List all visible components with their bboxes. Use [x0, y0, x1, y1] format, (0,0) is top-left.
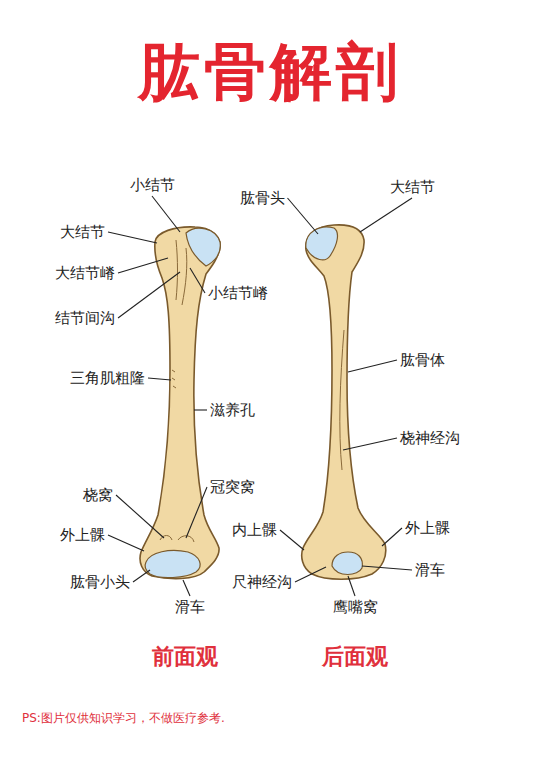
leader-line: [116, 495, 164, 538]
leader-line: [152, 196, 180, 232]
part-label: 外上髁: [60, 526, 105, 544]
humeral-head-back: [306, 227, 338, 260]
leader-line: [280, 530, 304, 550]
part-label: 小结节: [130, 176, 175, 194]
olecranon-fossa: [332, 552, 362, 575]
part-label: 鹰嘴窝: [333, 598, 378, 616]
leader-line: [108, 535, 144, 551]
part-label: 滑车: [175, 598, 205, 616]
leader-line: [118, 258, 168, 273]
leader-line: [148, 378, 171, 380]
part-label: 肱骨小头: [70, 573, 130, 591]
leader-line: [288, 198, 319, 234]
part-label: 外上髁: [405, 519, 450, 537]
title: 肱骨解剖: [138, 38, 402, 106]
leader-line: [133, 570, 150, 582]
view-caption: 前面观: [152, 644, 218, 670]
intertubercular-groove: [176, 240, 187, 305]
leader-line: [118, 272, 180, 318]
part-label: 大结节: [390, 178, 435, 196]
view-caption: 后面观: [322, 644, 388, 670]
part-label: 滋养孔: [210, 401, 255, 419]
humerus-back: [302, 225, 386, 579]
part-label: 尺神经沟: [232, 573, 292, 591]
part-label: 肱骨体: [400, 351, 445, 369]
leader-line: [108, 232, 157, 243]
part-label: 滑车: [415, 561, 445, 579]
part-label: 桡神经沟: [400, 429, 460, 447]
leader-line: [183, 580, 190, 596]
leader-line: [382, 528, 402, 546]
part-label: 三角肌粗隆: [70, 369, 145, 387]
leader-line: [190, 268, 205, 293]
leader-line: [348, 360, 397, 372]
leader-line: [186, 487, 207, 538]
leader-line: [362, 566, 412, 570]
part-label: 冠突窝: [210, 478, 255, 496]
leader-line: [360, 198, 412, 232]
deltoid-tuberosity: [172, 370, 176, 388]
leader-line: [194, 409, 207, 410]
part-label: 结节间沟: [55, 309, 115, 327]
part-label: 肱骨头: [240, 189, 285, 207]
humeral-head-front: [186, 228, 220, 266]
leader-line: [295, 567, 326, 582]
part-label: 桡窝: [83, 486, 113, 504]
leader-line: [348, 576, 355, 596]
distal-cartilage-front: [145, 550, 200, 577]
part-label: 大结节嵴: [55, 264, 115, 282]
part-label: 内上髁: [232, 521, 277, 539]
humerus-front: [140, 227, 220, 579]
leader-line: [343, 438, 397, 450]
disclaimer-note: PS:图片仅供知识学习，不做医疗参考.: [22, 711, 225, 725]
part-label: 大结节: [60, 223, 105, 241]
radial-groove: [340, 330, 344, 470]
part-label: 小结节嵴: [208, 284, 268, 302]
